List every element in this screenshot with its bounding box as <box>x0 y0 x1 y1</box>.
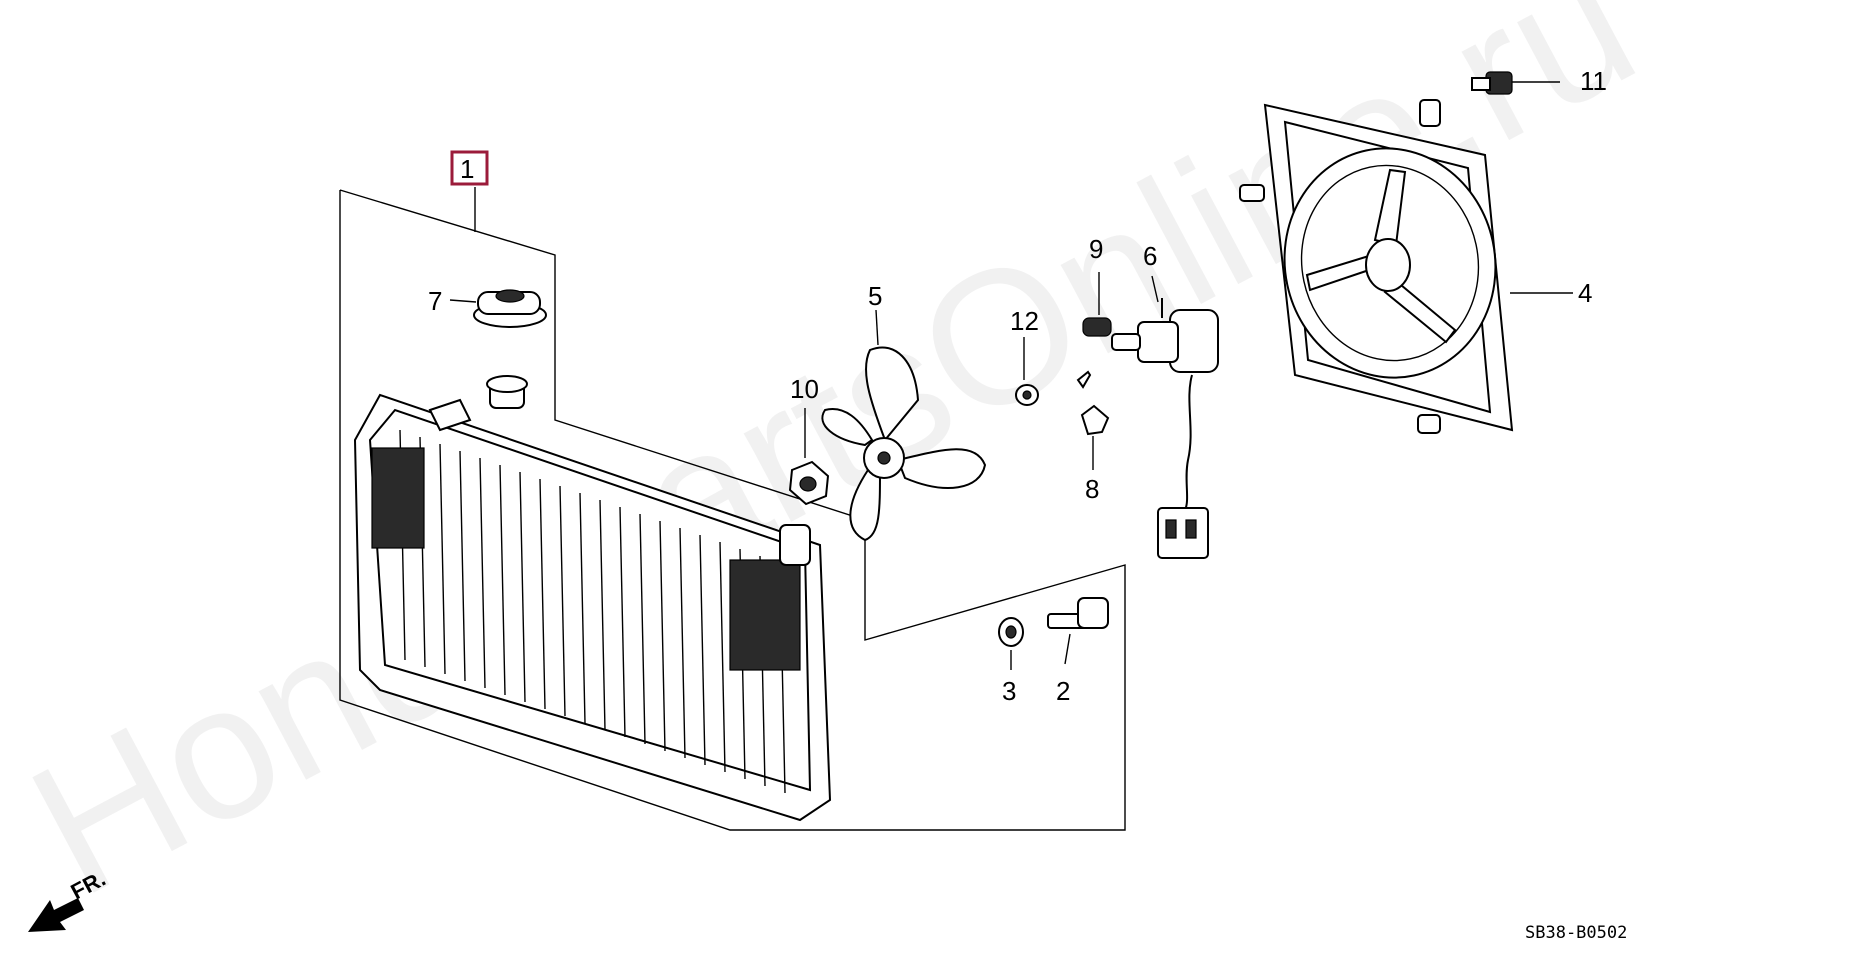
callout-label-10[interactable]: 10 <box>790 374 819 404</box>
clip-nut-8-drawing[interactable] <box>1076 370 1110 470</box>
drawing-code: SB38-B0502 <box>1525 923 1627 943</box>
radiator-cap-drawing[interactable] <box>449 289 547 328</box>
fan-blade-drawing[interactable] <box>821 309 987 542</box>
callout-label-11[interactable]: 11 <box>1580 66 1607 96</box>
fan-motor-drawing[interactable] <box>1111 275 1219 559</box>
callout-label-6[interactable]: 6 <box>1143 241 1157 271</box>
grommet-9-drawing[interactable] <box>1082 272 1112 337</box>
callout-label-5[interactable]: 5 <box>868 281 882 311</box>
radiator-drawing[interactable] <box>353 375 832 822</box>
callout-label-12[interactable]: 12 <box>1010 306 1039 336</box>
fan-shroud-drawing[interactable] <box>1239 99 1573 434</box>
front-arrow-icon <box>28 898 84 932</box>
callout-label-7[interactable]: 7 <box>428 286 442 316</box>
callout-label-8[interactable]: 8 <box>1085 474 1099 504</box>
callout-label-2[interactable]: 2 <box>1056 676 1070 706</box>
bolt-11-drawing[interactable] <box>1471 71 1560 95</box>
callout-label-4[interactable]: 4 <box>1578 278 1592 308</box>
nut-10-drawing[interactable] <box>788 408 830 506</box>
callout-label-9[interactable]: 9 <box>1089 234 1103 264</box>
washer-3-drawing[interactable] <box>998 617 1024 670</box>
assembly-bracket <box>339 187 1126 831</box>
callout-label-3[interactable]: 3 <box>1002 676 1016 706</box>
washer-12-drawing[interactable] <box>1015 337 1039 406</box>
bolt-2-drawing[interactable] <box>1047 597 1109 665</box>
callout-label-1: 1 <box>460 154 474 184</box>
highlight-box <box>450 150 489 186</box>
callout-1[interactable]: 1 <box>450 150 489 186</box>
